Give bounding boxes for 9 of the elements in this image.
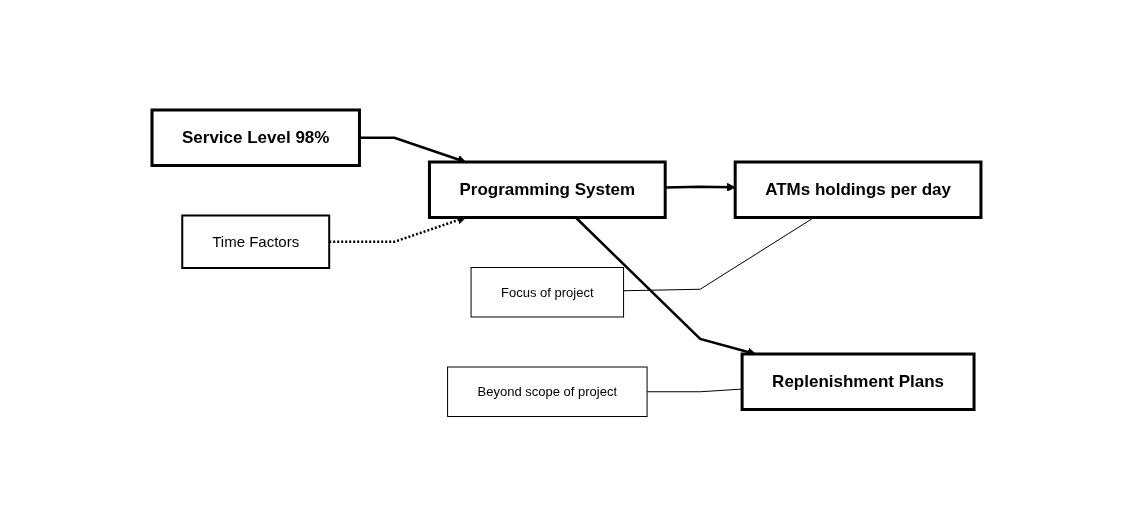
node-box: Programming System: [427, 160, 667, 220]
arrow: [665, 183, 736, 192]
node-box: Beyond scope of project: [447, 366, 648, 418]
connector: [646, 388, 743, 393]
node-box: Replenishment Plans: [740, 352, 976, 412]
node-box: Service Level 98%: [150, 108, 361, 168]
node-box: Focus of project: [470, 267, 625, 318]
node-box: ATMs holdings per day: [733, 160, 983, 220]
node-box: Time Factors: [181, 214, 331, 270]
